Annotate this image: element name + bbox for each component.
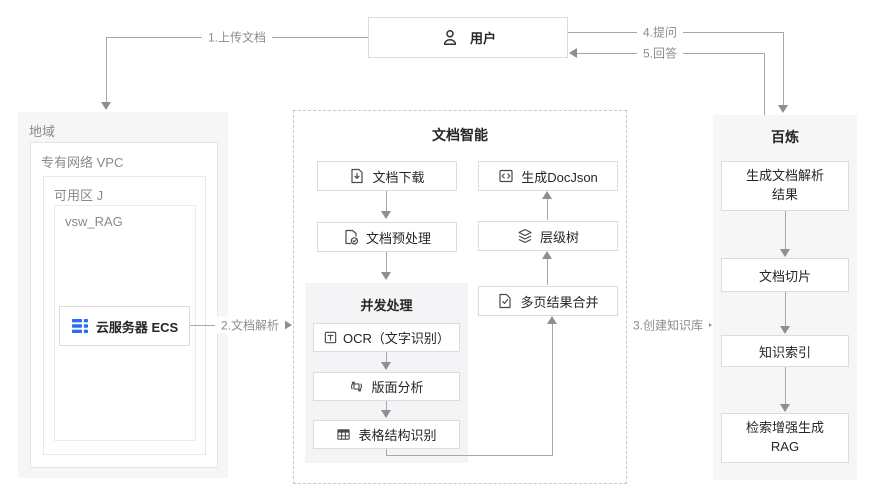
- file-check-icon: [497, 293, 513, 309]
- arrow-index-rag: [785, 367, 786, 404]
- arrow-ocr-layout: [386, 351, 387, 363]
- flow-answer-arrowhead: [569, 48, 577, 58]
- vswitch-label: vsw_RAG: [65, 214, 123, 229]
- bailian-title: 百炼: [771, 129, 799, 145]
- text-ocr-icon: [323, 330, 338, 345]
- node-doc-preprocess: 文档预处理: [317, 222, 457, 252]
- flow-upload-vline: [106, 37, 107, 103]
- node-label: 生成DocJson: [521, 169, 598, 185]
- node-ocr: OCR（文字识别）: [313, 323, 460, 352]
- node-label: 知识索引: [758, 344, 811, 360]
- vswitch-frame: vsw_RAG 云服务器 ECS: [54, 205, 196, 441]
- vpc-frame: 专有网络 VPC 可用区 J vsw_RAG: [30, 142, 218, 468]
- node-label: OCR（文字识别）: [343, 331, 450, 346]
- elbow-table-merge-up: [552, 323, 553, 456]
- arrowhead: [381, 362, 391, 370]
- node-hierarchy-tree: 层级树: [478, 221, 618, 251]
- docmind-title: 文档智能: [432, 127, 488, 143]
- flow-parse-label: 2.文档解析: [214, 316, 286, 334]
- arrowhead: [780, 326, 790, 334]
- node-label: 文档切片: [758, 268, 811, 284]
- arrowhead: [547, 316, 557, 324]
- arrow-tree-docjson: [547, 198, 548, 220]
- arrowhead: [542, 251, 552, 259]
- arrowhead: [780, 404, 790, 412]
- concurrent-panel: 并发处理 OCR（文字识别） 版面分析 表格结构识别: [305, 283, 468, 463]
- flow-parse-arrowhead: [284, 320, 292, 330]
- file-download-icon: [349, 168, 365, 184]
- node-label: 版面分析: [371, 380, 424, 395]
- code-icon: [498, 168, 514, 184]
- node-label: 生成文档解析结果: [745, 168, 824, 202]
- node-label: 文档下载: [372, 169, 425, 185]
- arrow-layout-table: [386, 400, 387, 411]
- node-label: 文档预处理: [365, 230, 431, 246]
- node-doc-chunk: 文档切片: [721, 258, 849, 292]
- arrow-parseresult-chunk: [785, 211, 786, 249]
- concurrent-title: 并发处理: [360, 298, 413, 313]
- arrowhead: [381, 211, 391, 219]
- elbow-table-merge-across: [386, 455, 553, 456]
- ecs-node: 云服务器 ECS: [59, 306, 190, 346]
- node-label: 表格结构识别: [358, 428, 437, 443]
- zone-frame: 可用区 J vsw_RAG: [43, 176, 206, 455]
- flow-upload-label: 1.上传文档: [201, 28, 273, 46]
- region-panel: 地域 专有网络 VPC 可用区 J vsw_RAG: [18, 112, 228, 478]
- node-label: 层级树: [539, 229, 579, 245]
- flow-upload-arrowhead: [101, 102, 111, 110]
- flow-createkb-label: 3.创建知识库: [626, 316, 710, 334]
- node-merge-results: 多页结果合并: [478, 286, 618, 316]
- zone-label: 可用区 J: [54, 188, 104, 203]
- node-rag: 检索增强生成 RAG: [721, 413, 849, 463]
- node-parse-result: 生成文档解析结果: [721, 161, 849, 211]
- user-label: 用户: [469, 31, 496, 46]
- arrowhead: [381, 410, 391, 418]
- arrowhead: [780, 249, 790, 257]
- flow-ask-vline: [783, 32, 784, 106]
- docmind-panel: 文档智能 文档下载 文档预处理 生成DocJson 层级树: [293, 110, 627, 484]
- flow-answer-vline: [764, 53, 765, 115]
- arrowhead: [542, 191, 552, 199]
- flow-answer-label: 5.回答: [636, 44, 684, 62]
- vpc-label: 专有网络 VPC: [41, 155, 124, 170]
- flow-ask-arrowhead: [778, 105, 788, 113]
- region-label: 地域: [29, 124, 56, 139]
- node-label: 检索增强生成 RAG: [745, 420, 824, 454]
- node-doc-download: 文档下载: [317, 161, 457, 191]
- node-knowledge-index: 知识索引: [721, 335, 849, 367]
- arrow-preprocess-concurrent: [386, 251, 387, 273]
- node-docjson: 生成DocJson: [478, 161, 618, 191]
- user-box: 用户: [368, 17, 568, 58]
- bailian-panel: 百炼 生成文档解析结果 文档切片 知识索引 检索增强生成 RAG: [713, 115, 857, 480]
- node-table-recognition: 表格结构识别: [313, 420, 460, 449]
- elbow-table-merge-down: [386, 448, 387, 456]
- node-layout-analysis: 版面分析: [313, 372, 460, 401]
- table-icon: [336, 427, 351, 442]
- arrowhead: [381, 272, 391, 280]
- arrow-merge-tree: [547, 259, 548, 285]
- server-icon: [71, 317, 89, 335]
- arrow-download-preprocess: [386, 190, 387, 212]
- file-check-icon: [343, 229, 359, 245]
- node-label: 多页结果合并: [520, 294, 599, 310]
- arrow-chunk-index: [785, 292, 786, 326]
- layers-icon: [517, 228, 533, 244]
- flow-ask-label: 4.提问: [636, 23, 684, 41]
- layout-rotate-icon: [349, 379, 364, 394]
- ecs-label: 云服务器 ECS: [95, 319, 179, 335]
- user-icon: [440, 28, 460, 48]
